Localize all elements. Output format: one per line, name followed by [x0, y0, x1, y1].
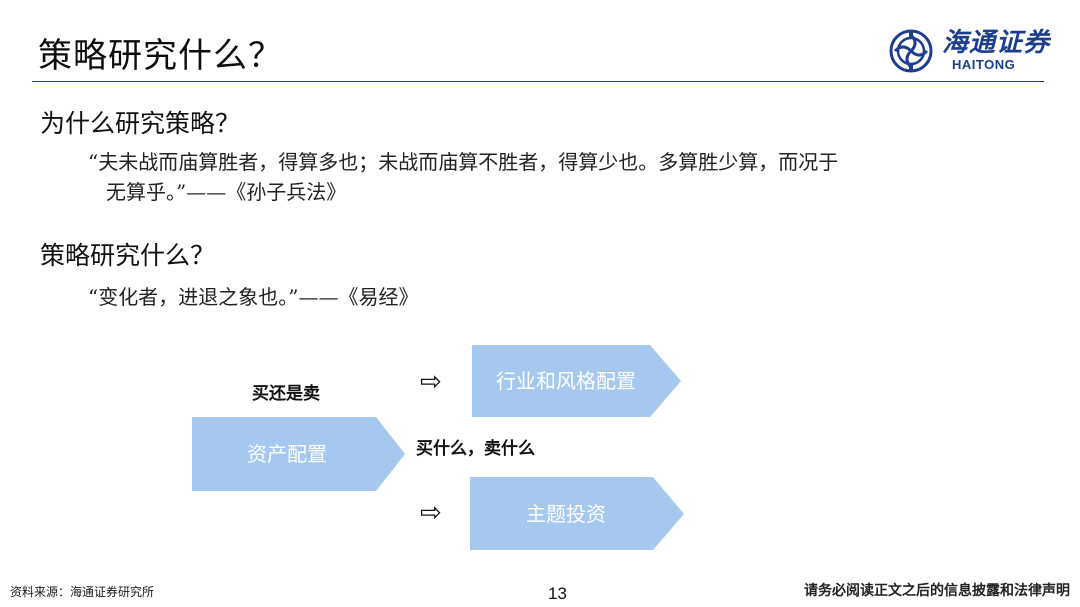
- arrow-right-icon: ⇨: [420, 498, 442, 528]
- company-logo: 海通证券 HAITONG: [888, 27, 1051, 75]
- logo-text-en: HAITONG: [952, 57, 1016, 72]
- box-theme-investing: [470, 477, 684, 550]
- section-heading-what: 策略研究什么？: [40, 241, 216, 270]
- box-industry-style: [472, 345, 681, 417]
- box-theme-investing-label: 主题投资: [526, 502, 606, 526]
- arrow-right-icon: ⇨: [420, 367, 442, 397]
- box-industry-style-label: 行业和风格配置: [496, 369, 636, 393]
- quote-sunzi-line2: 无算乎。”——《孙子兵法》: [106, 180, 347, 204]
- footer-disclaimer: 请务必阅读正文之后的信息披露和法律声明: [804, 583, 1070, 599]
- logo-text-cn: 海通证券: [942, 28, 1051, 58]
- page-number: 13: [548, 584, 567, 603]
- quote-yijing: “变化者，进退之象也。”——《易经》: [88, 285, 419, 309]
- page-title: 策略研究什么？: [38, 36, 283, 76]
- footer-source: 资料来源：海通证券研究所: [10, 585, 155, 599]
- title-divider: [32, 81, 1044, 82]
- label-buy-or-sell: 买还是卖: [252, 384, 320, 404]
- haitong-emblem-icon: [889, 29, 933, 73]
- section-heading-why: 为什么研究策略？: [40, 109, 241, 138]
- quote-sunzi-line1: “夫未战而庙算胜者，得算多也；未战而庙算不胜者，得算少也。多算胜少算，而况于: [88, 150, 839, 174]
- label-buy-what-sell-what: 买什么，卖什么: [416, 439, 535, 459]
- box-asset-allocation: [192, 417, 405, 491]
- box-asset-allocation-label: 资产配置: [247, 442, 327, 466]
